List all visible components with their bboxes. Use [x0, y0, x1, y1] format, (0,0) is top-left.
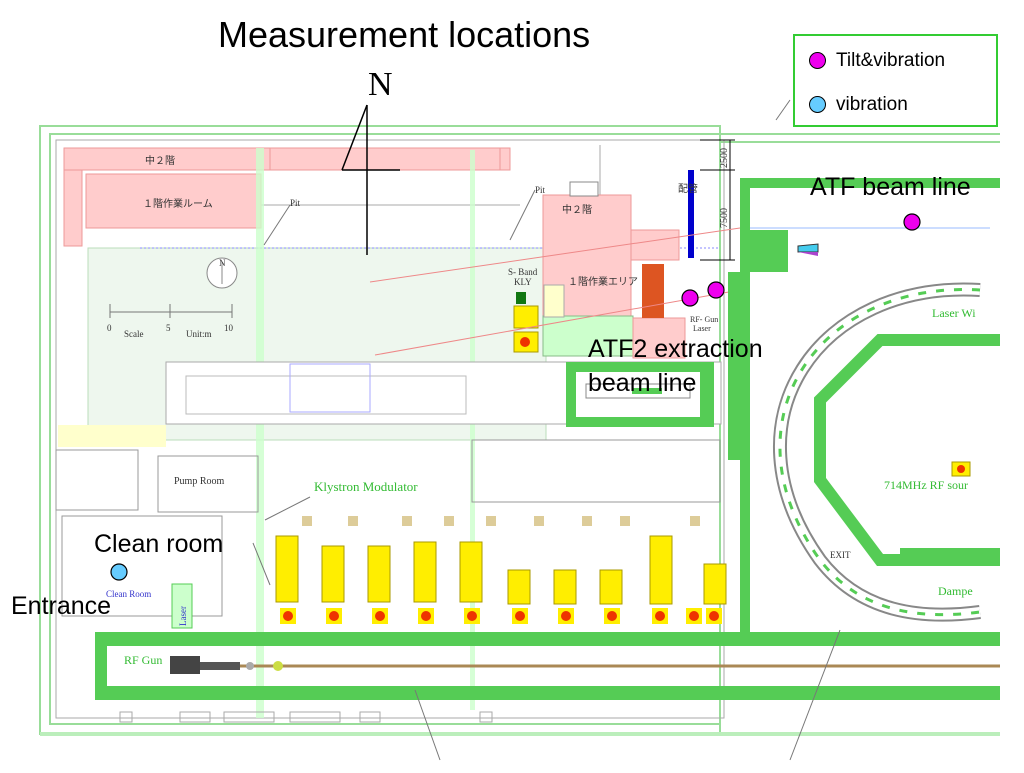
- label-scale-word: Scale: [124, 329, 144, 339]
- column-line-2: [470, 150, 475, 710]
- page-title: Measurement locations: [218, 14, 591, 55]
- legend: Tilt&vibration vibration: [793, 34, 998, 127]
- label-scale-5: 5: [166, 323, 171, 333]
- label-klystron-modulator: Klystron Modulator: [314, 479, 418, 494]
- label-compass-n: N: [219, 258, 226, 268]
- north-label: N: [368, 66, 393, 103]
- laser-room: [171, 583, 193, 629]
- bottom-wall: [40, 732, 1000, 736]
- legend-item-tilt: Tilt&vibration: [809, 50, 945, 72]
- tilt-marker-atf2-b: [707, 281, 725, 299]
- legend-label-tilt: Tilt&vibration: [836, 50, 946, 71]
- ring-wall-bottom: [900, 548, 1000, 554]
- label-scale-0: 0: [107, 323, 112, 333]
- tilt-marker-icon: [809, 52, 826, 70]
- legend-item-vibration: vibration: [809, 94, 908, 116]
- label-damping: Dampe: [938, 584, 973, 598]
- label-work-area-1f: １階作業エリア: [568, 275, 638, 288]
- extraction-septum: [798, 252, 818, 256]
- label-rf-gun: RF Gun: [124, 653, 162, 667]
- yellow-strip: [58, 425, 166, 447]
- tilt-marker-atf2-a: [681, 289, 699, 307]
- callout-atf2-line1: ATF2 extraction: [588, 335, 763, 363]
- label-laser-small: Laser: [178, 606, 188, 626]
- label-pit-a: Pit: [290, 198, 301, 208]
- measurement-markers: [110, 213, 921, 581]
- extraction-magnet: [797, 243, 819, 253]
- mezzanine-center: [542, 181, 686, 359]
- blue-wall: [688, 170, 694, 258]
- label-clean-room-small: Clean Room: [106, 589, 151, 599]
- label-sband-1: S- Band: [508, 267, 538, 277]
- leader-lines: [252, 99, 841, 761]
- label-work-room-1f: １階作業ルーム: [143, 197, 213, 210]
- label-pit-b: Pit: [535, 185, 546, 195]
- mezzanine-left: [63, 147, 511, 247]
- column-line-1: [256, 148, 264, 718]
- sband-source-dot: [520, 337, 530, 347]
- callout-entrance: Entrance: [11, 592, 112, 620]
- legend-label-vibration: vibration: [836, 94, 908, 115]
- label-floor2-a: 中２階: [145, 154, 175, 167]
- vibration-marker-icon: [809, 96, 826, 114]
- sband-klystron: [513, 305, 539, 329]
- label-sband-2: KLY: [514, 277, 532, 287]
- shield-walls: [95, 178, 1000, 700]
- label-laser-wire: Laser Wi: [932, 306, 976, 320]
- label-piping: 配管: [678, 182, 698, 195]
- lower-rooms: [55, 439, 721, 617]
- callout-atf2-line2: beam line: [588, 369, 697, 397]
- sband-cap: [516, 292, 526, 304]
- vibration-marker-clean-room: [110, 563, 128, 581]
- label-dim-7500: 7500: [719, 208, 730, 228]
- label-exit: EXIT: [830, 550, 851, 560]
- north-arrow: [341, 104, 400, 255]
- dimension-lines: [700, 139, 735, 261]
- sband-annex: [543, 284, 565, 318]
- beam-lines: [369, 227, 741, 356]
- scale-bar: [109, 304, 233, 318]
- callout-atf-beam-line: ATF beam line: [810, 173, 971, 201]
- callout-clean-room: Clean room: [94, 530, 224, 558]
- label-pump-room: Pump Room: [174, 476, 225, 487]
- label-dim-2500: 2500: [719, 148, 730, 168]
- label-scale-unit: Unit:m: [186, 329, 212, 339]
- tilt-marker-atf: [903, 213, 921, 231]
- label-rfgun-laser-2: Laser: [693, 324, 711, 333]
- orange-block: [642, 264, 664, 318]
- bottom-boxes: [119, 711, 493, 723]
- label-rfgun-laser-1: RF- Gun: [690, 315, 718, 324]
- label-floor2-b: 中２階: [562, 203, 592, 216]
- rf-source-dot: [957, 465, 965, 473]
- linac-components: [170, 656, 283, 674]
- tunnel-inner: [185, 375, 467, 415]
- atf2-enclosure: [566, 362, 714, 427]
- label-rf-source: 714MHz RF sour: [884, 478, 968, 492]
- klystrons: [280, 608, 722, 624]
- damping-ring: [773, 282, 1000, 622]
- tunnel-blue-outline: [289, 363, 371, 413]
- label-scale-10: 10: [224, 323, 234, 333]
- klystron-modulators: [275, 516, 727, 605]
